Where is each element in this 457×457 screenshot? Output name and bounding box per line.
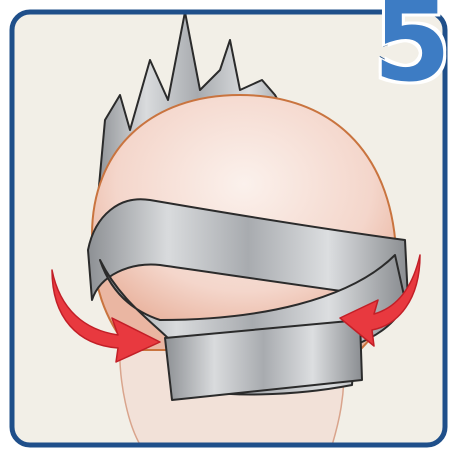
step-number: 5: [373, 0, 451, 98]
